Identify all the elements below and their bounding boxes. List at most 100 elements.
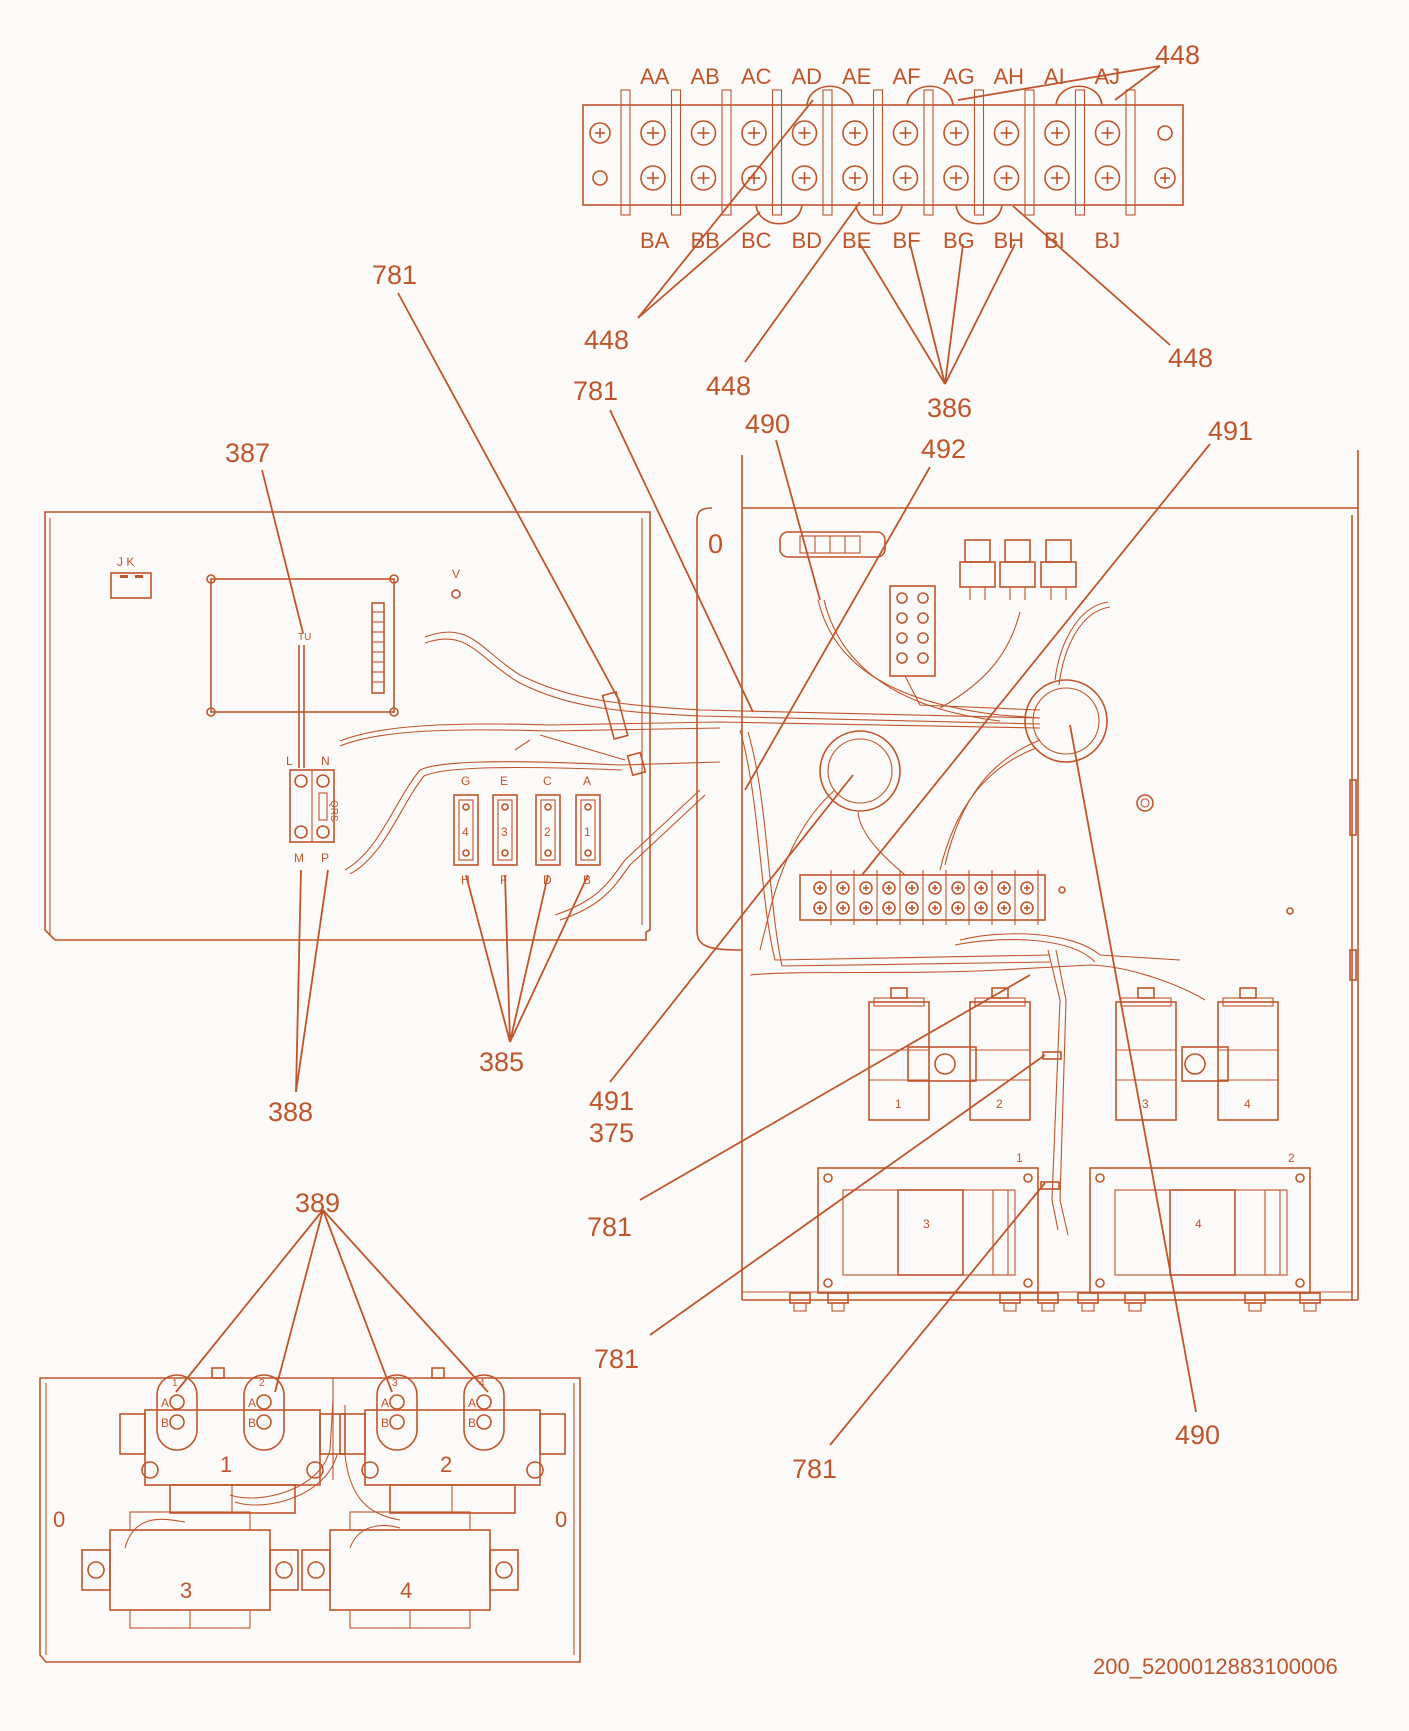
qrs-label: QRS <box>328 800 339 822</box>
coil-cap <box>991 987 1009 999</box>
fuse-holder <box>492 794 518 866</box>
terminal-label-ag: AG <box>943 64 975 89</box>
nut <box>1244 1292 1266 1304</box>
screw <box>1154 167 1176 189</box>
control-board <box>210 578 395 713</box>
leader-lines <box>175 65 1211 1446</box>
screw <box>905 881 919 895</box>
terminal-divider <box>721 89 732 216</box>
screw <box>640 165 666 191</box>
relay-terminal <box>156 1374 198 1451</box>
nut <box>1037 1292 1059 1304</box>
terminal-a-label: A <box>468 1396 476 1410</box>
coil-body <box>868 1001 930 1121</box>
terminal-label-ab: AB <box>691 64 720 89</box>
board-header <box>371 602 385 694</box>
screw <box>905 901 919 915</box>
coil-label: 2 <box>996 1097 1003 1111</box>
m-label: M <box>294 851 304 865</box>
terminal-divider <box>1125 89 1136 216</box>
relay-terminal <box>463 1374 505 1451</box>
terminal-label-ad: AD <box>792 64 823 89</box>
relay-label: 2 <box>440 1452 452 1477</box>
fuse-holder <box>575 794 601 866</box>
transformer-label: 3 <box>180 1578 192 1603</box>
nut <box>999 1292 1021 1304</box>
coil-body <box>1115 1001 1177 1121</box>
fuse-holder <box>453 794 479 866</box>
terminal-a-label: A <box>248 1396 256 1410</box>
transformer-tag: 1 <box>1016 1151 1023 1165</box>
transformer-label: 4 <box>400 1578 412 1603</box>
callout-490-top: 490 <box>745 409 790 439</box>
cabinet-bottom-nuts <box>789 1292 1321 1312</box>
jumper-bc-bd <box>755 204 803 225</box>
coil-cap <box>1137 987 1155 999</box>
screw <box>892 120 919 146</box>
terminal-label-bd: BD <box>792 228 823 253</box>
terminal-label-bf: BF <box>893 228 921 253</box>
callout-492: 492 <box>921 434 966 464</box>
terminal-divider <box>822 89 833 216</box>
callout-781-b: 781 <box>573 376 618 406</box>
callout-491-mid: 491 <box>589 1086 634 1116</box>
transformer-label: 4 <box>1195 1217 1202 1231</box>
p-label: P <box>321 851 329 865</box>
terminal-label-af: AF <box>893 64 921 89</box>
screw <box>997 881 1011 895</box>
terminal-b-label: B <box>468 1416 476 1430</box>
fuse-top-label: E <box>500 774 508 788</box>
terminal-a-label: A <box>161 1396 169 1410</box>
callout-781-d: 781 <box>594 1344 639 1374</box>
terminal-divider <box>1024 89 1035 216</box>
screw <box>836 881 850 895</box>
screw <box>974 881 988 895</box>
screw <box>1044 165 1070 191</box>
coil-label: 1 <box>895 1097 902 1111</box>
screw <box>1020 881 1034 895</box>
coil-cap <box>1239 987 1257 999</box>
coil-body <box>969 1001 1031 1121</box>
vertical-terminal-block <box>889 585 936 677</box>
screw <box>993 165 1020 191</box>
v-label: V <box>452 567 460 581</box>
callout-389: 389 <box>295 1188 340 1218</box>
cabinet: 0 <box>696 450 1359 1312</box>
screw <box>690 120 717 146</box>
terminal-b-label: B <box>161 1416 169 1430</box>
jumper-af-ag <box>906 85 954 106</box>
transformer-label: 3 <box>923 1217 930 1231</box>
terminal-strip-posts <box>589 89 1176 216</box>
v-point <box>451 589 461 599</box>
terminal-divider <box>973 89 985 216</box>
terminal-b-label: B <box>381 1416 389 1430</box>
bottom-hole-right: 0 <box>555 1507 567 1532</box>
screw <box>1094 165 1121 191</box>
screw <box>1094 120 1121 146</box>
terminal-divider <box>620 89 631 216</box>
jumper-ad-ae <box>806 85 854 106</box>
callout-490-bottom: 490 <box>1175 1420 1220 1450</box>
document-id: 200_5200012883100006 <box>1093 1654 1338 1679</box>
coil-cap <box>890 987 908 999</box>
terminal-tag: 3 <box>392 1378 398 1389</box>
screw <box>928 881 942 895</box>
screw <box>859 881 873 895</box>
relays <box>959 539 1077 600</box>
fuse-bottom-label: F <box>500 873 507 887</box>
terminal-divider <box>872 89 884 216</box>
jk-label: J K <box>117 555 134 569</box>
terminal-label-ac: AC <box>741 64 772 89</box>
jumper-ai-aj <box>1055 85 1103 106</box>
terminal-divider <box>923 89 934 216</box>
fuse-number: 2 <box>544 825 551 839</box>
callout-388: 388 <box>268 1097 313 1127</box>
fuse-holder <box>535 794 561 866</box>
terminal-label-bg: BG <box>943 228 975 253</box>
coil-label: 4 <box>1244 1097 1251 1111</box>
